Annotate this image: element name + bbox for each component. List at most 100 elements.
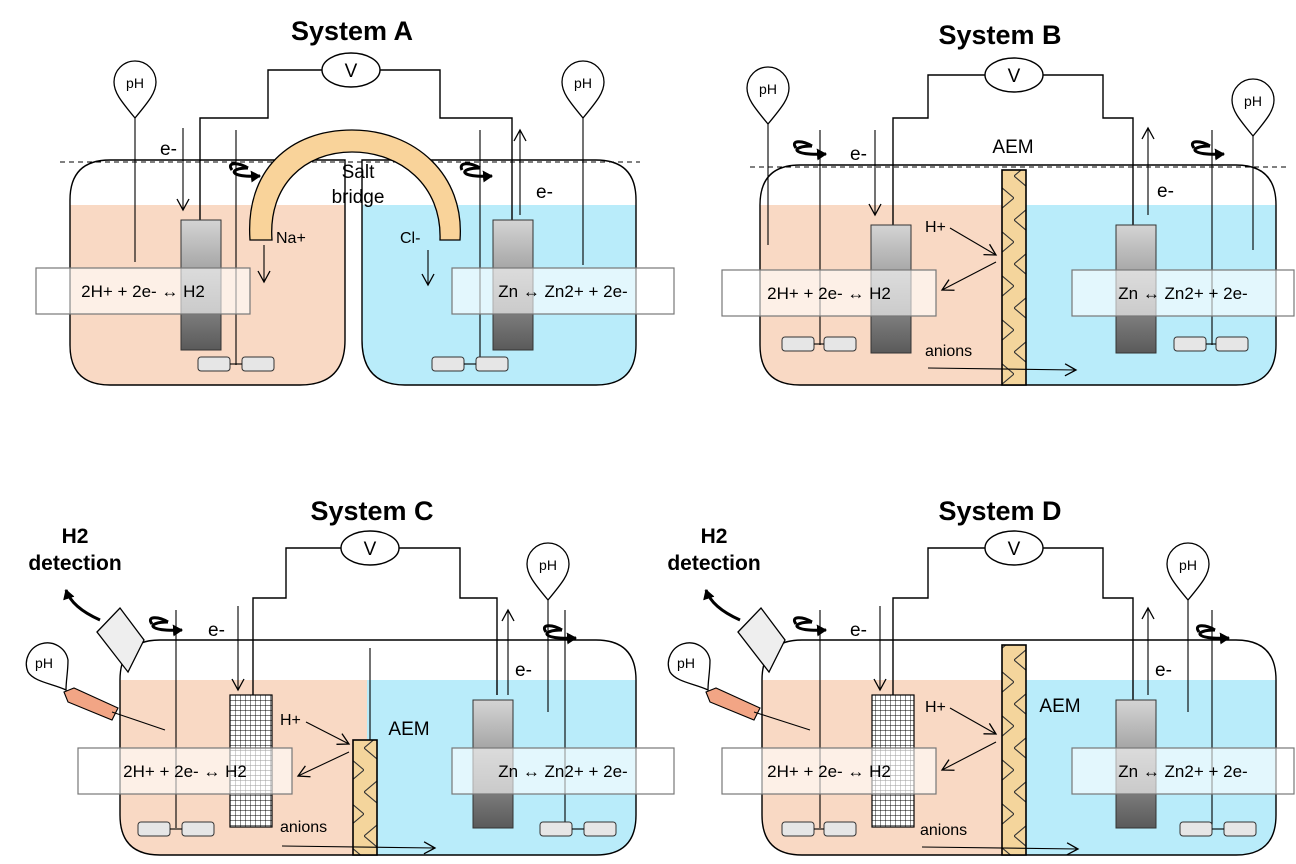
reaction-anode: Zn ↔ Zn2+ + 2e-	[498, 282, 627, 301]
reaction-box-anode	[1071, 747, 1295, 795]
proton-label: H+	[925, 699, 946, 716]
proton-label: H+	[925, 219, 946, 236]
system-c: System C H2 detection pH V AEM	[25, 496, 675, 856]
voltmeter-icon: V	[340, 530, 400, 566]
reaction-box-anode	[451, 267, 675, 315]
ph-probe-icon: pH	[667, 642, 711, 692]
proton-arrow	[296, 751, 350, 778]
reaction-box-anode	[451, 747, 675, 795]
voltmeter-label: V	[345, 61, 358, 82]
anion-arrow	[281, 841, 437, 855]
anions-label: anions	[920, 822, 967, 839]
wire-left	[199, 69, 322, 220]
voltmeter-icon: V	[984, 530, 1044, 566]
cell-vessel	[759, 164, 1277, 386]
ph-probe-icon: pH	[25, 642, 69, 692]
reaction-cathode: 2H+ + 2e- ↔ H2	[767, 762, 891, 781]
voltmeter-icon: V	[984, 57, 1044, 93]
stirrer-icon	[781, 336, 857, 352]
salt-bridge-label-1: Salt	[342, 162, 375, 183]
ph-probe-sleeve	[63, 687, 166, 731]
stirrer-icon	[197, 356, 275, 372]
wire-left	[892, 74, 985, 225]
h2-detection-label-1: H2	[701, 525, 728, 548]
electron-label-right: e-	[1155, 660, 1172, 681]
rotation-arrow-icon	[793, 616, 827, 637]
gas-sensor-icon	[737, 606, 786, 674]
reaction-anode: Zn ↔ Zn2+ + 2e-	[498, 762, 627, 781]
anions-label: anions	[280, 819, 327, 836]
membrane-label: AEM	[992, 137, 1033, 158]
wire-left	[892, 547, 985, 695]
wire-left	[252, 547, 341, 695]
anion-arrow	[927, 363, 1078, 377]
reaction-anode: Zn ↔ Zn2+ + 2e-	[1118, 762, 1247, 781]
voltmeter-label: V	[1008, 539, 1021, 560]
membrane-icon	[1001, 644, 1027, 856]
gas-flow-arrow	[703, 589, 741, 622]
reaction-box-cathode	[77, 747, 293, 795]
proton-arrow	[940, 741, 997, 771]
anion-arrow	[921, 842, 1080, 856]
reaction-box-anode	[1071, 269, 1295, 317]
electron-label-left: e-	[160, 139, 177, 160]
reaction-cathode: 2H+ + 2e- ↔ H2	[81, 282, 205, 301]
ph-probe-label: pH	[126, 75, 144, 91]
electron-label-left: e-	[850, 144, 867, 165]
system-b: System B V AEM	[721, 20, 1295, 386]
rotation-arrow-icon	[543, 624, 577, 645]
stirrer-icon	[1179, 821, 1257, 837]
ph-probe-label: pH	[574, 75, 592, 91]
reaction-box-cathode	[721, 747, 937, 795]
ph-probe-icon: pH	[526, 542, 570, 602]
reaction-cathode: 2H+ + 2e- ↔ H2	[767, 284, 891, 303]
membrane-icon	[352, 739, 378, 856]
proton-label: H+	[280, 712, 301, 729]
ph-probe-icon: pH	[1231, 78, 1275, 138]
rotation-arrow-icon	[229, 162, 261, 183]
system-c-title: System C	[310, 496, 433, 526]
ph-probe-sleeve	[705, 687, 811, 731]
voltmeter-label: V	[1008, 66, 1021, 87]
ph-probe-icon: pH	[561, 60, 605, 120]
ph-probe-icon: pH	[746, 66, 790, 126]
system-b-title: System B	[938, 20, 1061, 50]
system-d: System D H2 detection pH V AEM	[667, 496, 1295, 856]
ph-probe-label: pH	[677, 655, 695, 671]
rotation-arrow-icon	[793, 140, 827, 161]
reaction-anode: Zn ↔ Zn2+ + 2e-	[1118, 284, 1247, 303]
ph-probe-label: pH	[759, 81, 777, 97]
electron-label-right: e-	[515, 660, 532, 681]
h2-detection-label-2: detection	[28, 552, 121, 575]
voltmeter-icon: V	[321, 52, 381, 88]
wire-right	[380, 69, 513, 220]
proton-arrow	[940, 261, 997, 291]
wire-right	[1043, 547, 1134, 700]
reaction-box-cathode	[721, 269, 937, 317]
wire-right	[399, 547, 498, 695]
membrane-label: AEM	[388, 719, 429, 740]
electron-label-left: e-	[208, 620, 225, 641]
stirrer-icon	[1173, 336, 1249, 352]
wire-right	[1043, 74, 1134, 225]
salt-bridge	[249, 129, 461, 241]
membrane-icon	[1001, 169, 1027, 386]
ph-probe-icon: pH	[113, 60, 157, 120]
h2-detection-label-1: H2	[62, 525, 89, 548]
membrane-label: AEM	[1039, 696, 1080, 717]
ph-probe-label: pH	[1244, 93, 1262, 109]
electron-label-right: e-	[536, 182, 553, 203]
rotation-arrow-icon	[1191, 140, 1225, 161]
reaction-box-cathode	[35, 267, 251, 315]
gas-flow-arrow	[63, 589, 101, 622]
electron-label-right: e-	[1157, 181, 1174, 202]
salt-bridge-label-2: bridge	[332, 187, 385, 208]
ph-probe-icon: pH	[1166, 542, 1210, 602]
h2-detection-label-2: detection	[667, 552, 760, 575]
stirrer-icon	[539, 821, 617, 837]
system-a-title: System A	[291, 16, 413, 46]
cathode-vessel	[69, 159, 346, 386]
rotation-arrow-icon	[1196, 624, 1230, 645]
anions-label: anions	[925, 343, 972, 360]
